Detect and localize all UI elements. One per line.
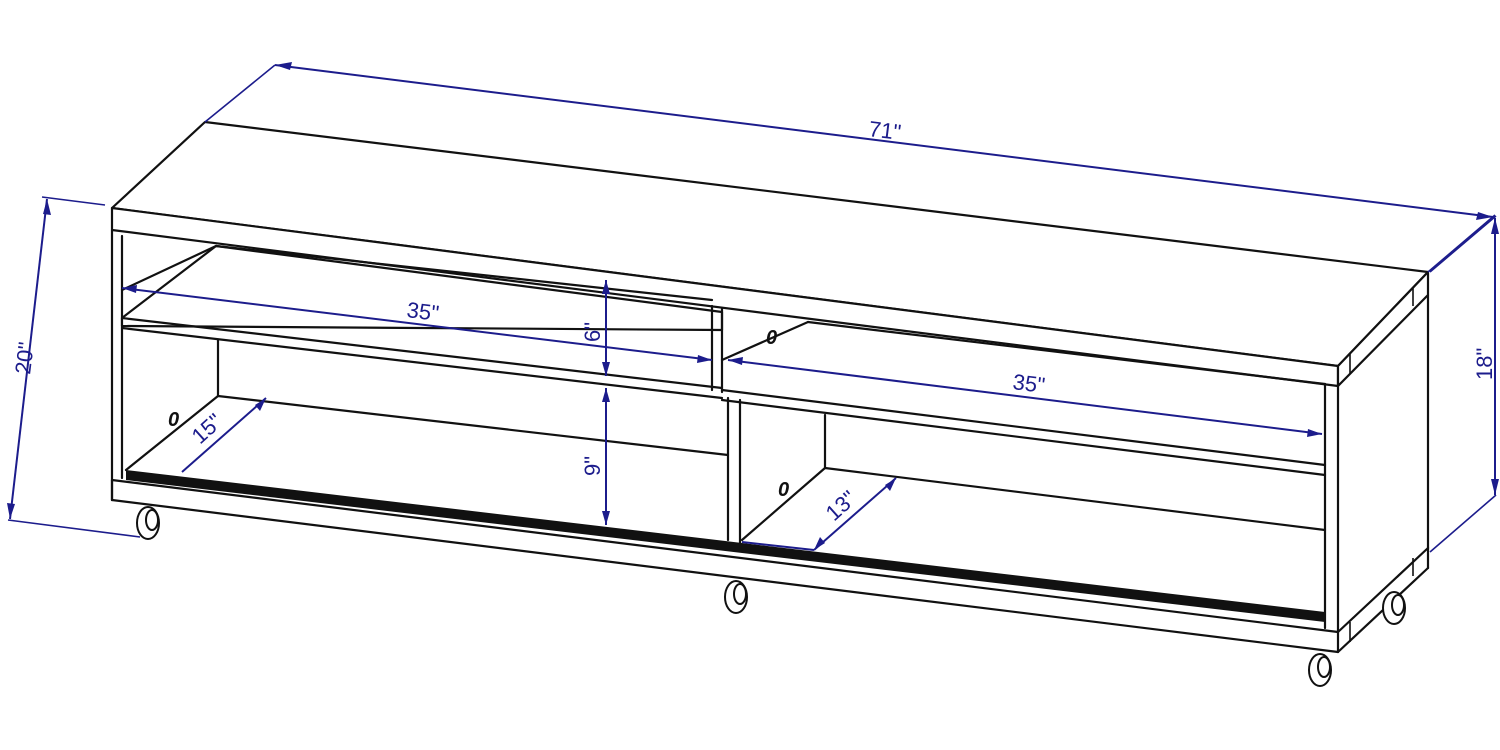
dimension-upper-height: 6" bbox=[580, 280, 610, 376]
overall-width-label: 71" bbox=[867, 116, 902, 145]
dimension-lower-left-depth: 15" 0 bbox=[168, 397, 267, 473]
lower-left-marker: 0 bbox=[168, 409, 179, 431]
cabinet-body bbox=[110, 228, 1430, 654]
dimension-overall-height: 20" bbox=[7, 196, 141, 538]
overall-depth-label: 18" bbox=[1472, 348, 1497, 380]
upper-right-marker: 0 bbox=[766, 327, 777, 349]
dimension-overall-width: 71" bbox=[204, 62, 1496, 273]
caster-back-right bbox=[1382, 591, 1406, 625]
dimension-upper-right-width: 35" 0 bbox=[727, 327, 1323, 437]
casters bbox=[136, 506, 1406, 687]
caster-front-right bbox=[1308, 653, 1332, 687]
lower-right-marker: 0 bbox=[778, 479, 789, 501]
upper-left-width-label: 35" bbox=[405, 297, 440, 326]
dimension-lower-height: 9" bbox=[580, 388, 610, 525]
dimension-lower-right-depth: 13" 0 bbox=[741, 477, 897, 551]
dimension-overall-depth: 18" bbox=[1429, 215, 1499, 553]
overall-height-label: 20" bbox=[10, 341, 39, 376]
caster-front-middle bbox=[724, 580, 748, 614]
lower-right-depth-label: 13" bbox=[821, 486, 862, 526]
lower-left-depth-label: 15" bbox=[187, 409, 228, 449]
bottom-rail bbox=[126, 470, 1325, 622]
upper-right-width-label: 35" bbox=[1011, 369, 1046, 398]
dimension-upper-left-width: 35" bbox=[121, 285, 713, 363]
upper-height-label: 6" bbox=[580, 322, 605, 342]
lower-height-label: 9" bbox=[580, 456, 605, 476]
tabletop bbox=[110, 120, 1430, 388]
caster-front-left bbox=[136, 506, 160, 540]
